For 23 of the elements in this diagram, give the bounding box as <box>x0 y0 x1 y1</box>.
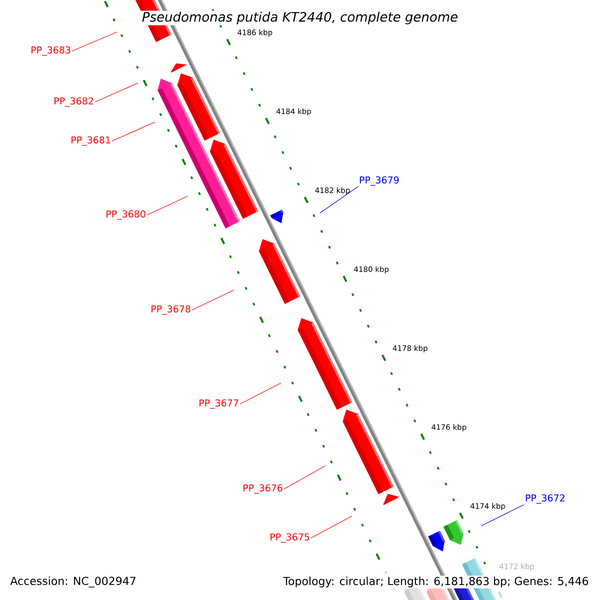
accession-text: Accession: NC_002947 <box>10 576 136 588</box>
leader-line <box>146 196 188 216</box>
gene-label: PP_3675 <box>270 533 310 543</box>
gene-label: PP_3682 <box>54 97 94 107</box>
gene-label: PP_3683 <box>32 46 70 56</box>
leader-line <box>310 516 352 538</box>
leader-line <box>480 504 524 526</box>
gene-label: PP_3680 <box>106 210 146 220</box>
leader-line <box>284 466 326 490</box>
leader-line <box>72 32 118 52</box>
leader-line <box>112 122 156 142</box>
leader-line <box>192 290 234 310</box>
gene-label: PP_3677 <box>200 399 238 409</box>
leader-line <box>94 82 138 102</box>
leader-line <box>320 186 358 214</box>
gene-label: PP_3672 <box>526 494 564 504</box>
gene-label: PP_3676 <box>244 484 282 494</box>
leader-line <box>240 382 282 404</box>
genome-summary-text: Topology: circular; Length: 6,181,863 bp; Genes: 5,446 <box>282 576 590 588</box>
title: Pseudomonas putida KT2440, complete genome <box>140 10 460 26</box>
gene-label: PP_3681 <box>72 136 110 146</box>
gene-label: PP_3679 <box>360 176 399 186</box>
gene-label: PP_3678 <box>152 305 190 315</box>
